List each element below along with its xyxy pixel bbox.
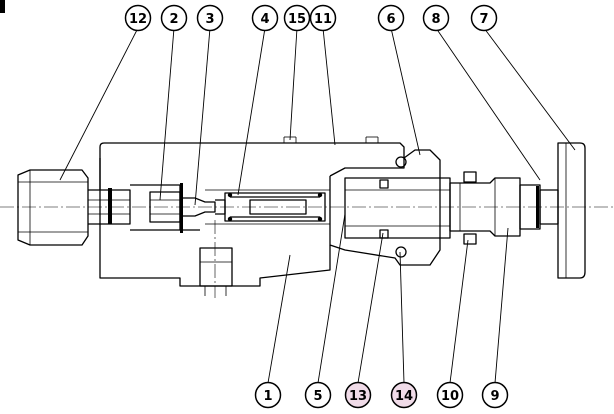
svg-text:5: 5 <box>313 389 322 404</box>
spring <box>224 192 326 222</box>
svg-text:6: 6 <box>386 12 395 27</box>
adjusting-knob <box>557 142 586 279</box>
leader-lines <box>59 27 576 384</box>
callout-6: 6 <box>377 4 405 32</box>
adjusting-stem <box>449 171 559 245</box>
callout-14: 14 <box>390 381 418 409</box>
callout-balloons: 12 2 3 4 15 11 6 8 <box>124 4 509 409</box>
svg-text:2: 2 <box>169 12 178 27</box>
svg-text:4: 4 <box>260 12 269 27</box>
callout-2: 2 <box>160 4 188 32</box>
callout-3: 3 <box>196 4 224 32</box>
callout-11: 11 <box>309 4 337 32</box>
callout-10: 10 <box>436 381 464 409</box>
svg-text:1: 1 <box>263 389 272 404</box>
callout-1: 1 <box>254 381 282 409</box>
svg-text:7: 7 <box>479 12 488 27</box>
svg-text:13: 13 <box>349 389 367 404</box>
callout-13: 13 <box>344 381 372 409</box>
svg-text:15: 15 <box>288 12 306 27</box>
svg-text:8: 8 <box>431 12 440 27</box>
svg-text:11: 11 <box>314 12 332 27</box>
svg-text:14: 14 <box>395 389 413 404</box>
svg-text:10: 10 <box>441 389 459 404</box>
poppet-seat <box>149 191 226 223</box>
callout-15: 15 <box>283 4 311 32</box>
inlet-fitting <box>17 169 180 246</box>
svg-text:9: 9 <box>490 389 499 404</box>
svg-text:3: 3 <box>205 12 214 27</box>
svg-text:12: 12 <box>129 12 147 27</box>
callout-5: 5 <box>304 381 332 409</box>
bonnet <box>329 149 451 266</box>
callout-8: 8 <box>422 4 450 32</box>
callout-12: 12 <box>124 4 152 32</box>
corner-mark <box>0 0 5 13</box>
callout-4: 4 <box>251 4 279 32</box>
callout-7: 7 <box>470 4 498 32</box>
callout-9: 9 <box>481 381 509 409</box>
